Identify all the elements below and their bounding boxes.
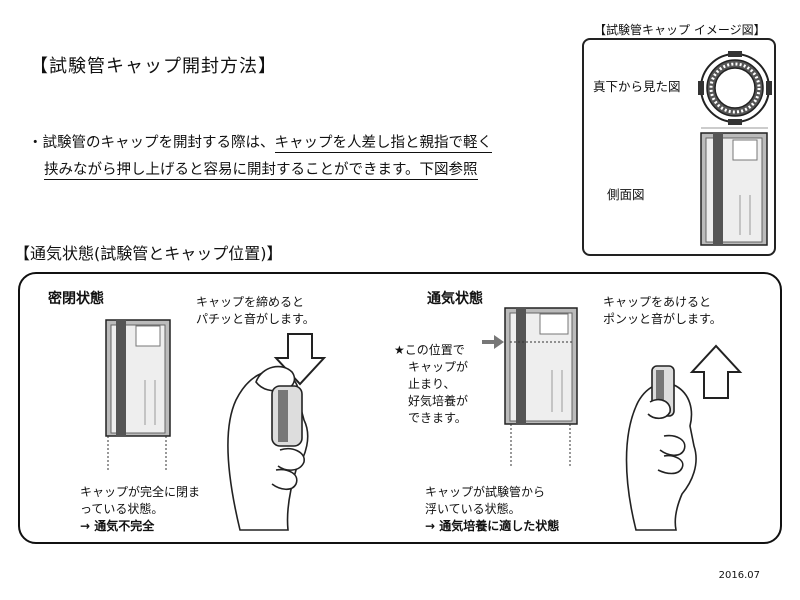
vented-note-line3: 止まり、 — [408, 377, 456, 391]
instruction-line1-underlined: キャップを人差し指と親指で軽く — [274, 135, 492, 153]
vented-action-text: キャップをあけると ポンッと音がします。 — [603, 294, 722, 328]
sealed-desc-line2: っている状態。 — [80, 502, 164, 516]
vented-desc-line1: キャップが試験管から — [425, 485, 546, 499]
up-arrow-icon — [689, 344, 743, 399]
vented-action-line2: ポンッと音がします。 — [603, 312, 722, 326]
sealed-state-title: 密閉状態 — [48, 291, 104, 307]
sealed-description: キャップが完全に閉ま っている状態。 → 通気不完全 — [80, 484, 200, 535]
sealed-action-text: キャップを締めると パチッと音がします。 — [196, 294, 315, 328]
instruction-line1-pre: ・試験管のキャップを開封する際は、 — [28, 135, 275, 151]
vented-result: → 通気培養に適した状態 — [425, 519, 560, 533]
sealed-result: → 通気不完全 — [80, 519, 155, 533]
date-label: 2016.07 — [718, 570, 760, 581]
sealed-tube-icon — [105, 319, 171, 470]
cap-image-inset — [582, 38, 776, 256]
inset-title: 【試験管キャップ イメージ図】 — [591, 21, 769, 38]
vented-note: ★この位置で キャップが 止まり、 好気培養が できます。 — [394, 342, 468, 427]
vented-action-line1: キャップをあけると — [603, 295, 712, 309]
sealed-hand-icon — [227, 365, 309, 531]
page-title: 【試験管キャップ開封方法】 — [30, 56, 277, 77]
side-view-label: 側面図 — [607, 187, 645, 202]
vented-note-line4: 好気培養が — [408, 394, 469, 408]
cap-bottom-view-icon — [698, 51, 772, 125]
instruction-text: ・試験管のキャップを開封する際は、キャップを人差し指と親指で軽く 挟みながら押し… — [28, 130, 492, 184]
vented-note-line5: できます。 — [408, 411, 467, 425]
vented-description: キャップが試験管から 浮いている状態。 → 通気培養に適した状態 — [425, 484, 559, 535]
sealed-desc-line1: キャップが完全に閉ま — [80, 485, 201, 499]
bottom-view-label: 真下から見た図 — [593, 79, 681, 94]
vented-state-title: 通気状態 — [427, 291, 483, 307]
vented-note-line2: キャップが — [408, 360, 469, 374]
sealed-action-line1: キャップを締めると — [196, 295, 305, 309]
instruction-line2: 挟みながら押し上げると容易に開封することができます。下図参照 — [44, 162, 478, 180]
vented-desc-line2: 浮いている状態。 — [425, 502, 521, 516]
cap-side-view-icon — [700, 127, 768, 246]
section-title: 【通気状態(試験管とキャップ位置)】 — [14, 244, 283, 263]
right-arrow-icon — [482, 335, 504, 349]
down-arrow-icon — [273, 333, 327, 386]
ventilation-panel — [18, 272, 782, 544]
vented-note-line1: ★この位置で — [394, 343, 465, 357]
sealed-action-line2: パチッと音がします。 — [196, 312, 315, 326]
vented-hand-icon — [625, 365, 697, 531]
vented-tube-icon — [504, 307, 578, 468]
